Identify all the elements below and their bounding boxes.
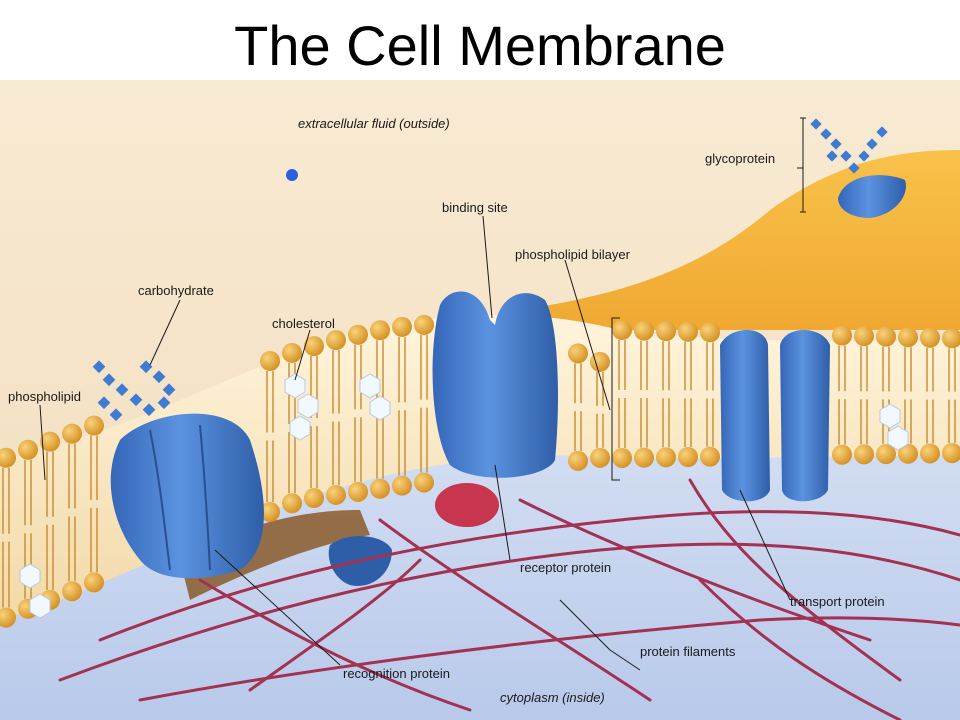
lipid-head (612, 447, 632, 468)
lipid-head (876, 444, 896, 465)
lipid-head (678, 321, 698, 342)
lipid-head (326, 484, 346, 505)
lipid-head (304, 336, 324, 357)
lipid-head (898, 443, 918, 464)
lipid-head (656, 447, 676, 468)
label-binding-site: binding site (442, 200, 508, 215)
lipid-head (260, 502, 280, 522)
lipid-head (898, 327, 918, 348)
lipid-head (634, 320, 654, 341)
lipid-head (942, 443, 960, 464)
lipid-head (348, 324, 368, 345)
lipid-head (568, 450, 588, 471)
label-recognition-protein: recognition protein (343, 666, 450, 681)
cholesterol-molecules (19, 373, 909, 619)
recognition-protein (110, 413, 264, 579)
label-cytoplasm: cytoplasm (inside) (500, 690, 605, 705)
lipid-head (304, 488, 324, 509)
label-carbohydrate: carbohydrate (138, 283, 214, 298)
lipid-head (656, 321, 676, 342)
cell-membrane-diagram: extracellular fluid (outside) glycoprote… (0, 80, 960, 720)
lipid-head (0, 447, 16, 468)
lipid-head (942, 328, 960, 349)
receptor-protein (432, 291, 558, 478)
lipid-head (62, 423, 82, 444)
lipid-head (40, 431, 60, 452)
label-receptor-protein: receptor protein (520, 560, 611, 575)
lipid-head (414, 472, 434, 493)
lipid-head (832, 444, 852, 465)
receptor-ligand (435, 483, 499, 527)
lipid-heads-inner (0, 443, 960, 628)
label-extracellular: extracellular fluid (outside) (298, 116, 450, 131)
lipid-head (414, 314, 434, 335)
lipid-head (612, 320, 632, 341)
lipid-head (370, 478, 390, 499)
lipid-head (920, 443, 940, 464)
lipid-head (832, 325, 852, 346)
lipid-head (282, 493, 302, 514)
lipid-head (590, 447, 610, 468)
lipid-head (700, 322, 720, 343)
label-phospholipid: phospholipid (8, 389, 81, 404)
lipid-head (876, 326, 896, 347)
lipid-head (854, 326, 874, 347)
label-transport-protein: transport protein (790, 594, 885, 609)
lipid-head (590, 351, 610, 372)
lipid-heads-outer (0, 314, 960, 468)
transport-protein (720, 330, 830, 502)
lipid-head (84, 572, 104, 593)
label-cholesterol: cholesterol (272, 316, 335, 331)
lipid-head (392, 316, 412, 337)
label-phospholipid-bilayer: phospholipid bilayer (515, 247, 631, 262)
lipid-head (18, 439, 38, 460)
lipid-head (700, 446, 720, 467)
page-title: The Cell Membrane (234, 14, 726, 77)
lipid-head (568, 343, 588, 364)
solute-particle (286, 169, 298, 181)
lipid-head (0, 607, 16, 628)
brown-band (180, 510, 370, 600)
lipid-head (84, 415, 104, 436)
lipid-head (920, 327, 940, 348)
label-glycoprotein: glycoprotein (705, 151, 775, 166)
lipid-head (62, 581, 82, 602)
lipid-head (854, 444, 874, 465)
lipid-head (260, 351, 280, 371)
bilayer-interior (0, 314, 960, 620)
lipid-head (282, 342, 302, 363)
lipid-head (370, 320, 390, 341)
leader-lines (39, 117, 806, 671)
lipid-head (678, 447, 698, 467)
protein-filaments (58, 478, 960, 720)
carbohydrate-chain (92, 360, 176, 422)
lipid-head (348, 481, 368, 502)
label-protein-filaments: protein filaments (640, 644, 736, 659)
lipid-head (392, 475, 412, 496)
lipid-head (326, 330, 346, 351)
lipid-head (634, 447, 654, 468)
